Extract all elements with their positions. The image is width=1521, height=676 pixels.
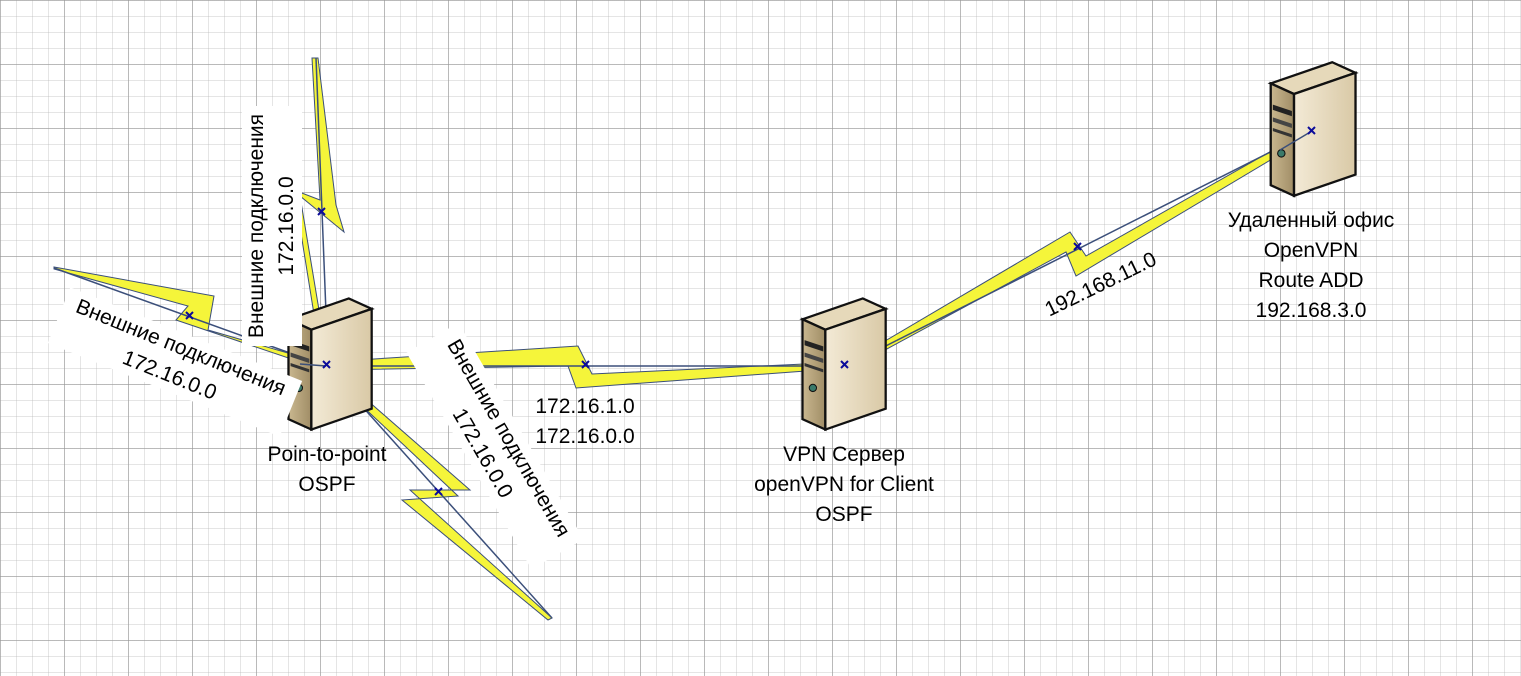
vpn-server-label: VPN Сервер openVPN for Client OSPF: [754, 443, 934, 526]
left-server-label: Poin-to-point OSPF: [267, 443, 387, 496]
lightning-center: [325, 345, 847, 389]
top-external-label: Внешние подключения 172.16.0.0: [242, 106, 302, 346]
center-link-label: 172.16.1.0 172.16.0.0: [535, 395, 635, 448]
remote-office-label: Удаленный офис OpenVPN Route ADD 192.168…: [1227, 209, 1395, 322]
connection-markers: [185, 126, 1316, 496]
